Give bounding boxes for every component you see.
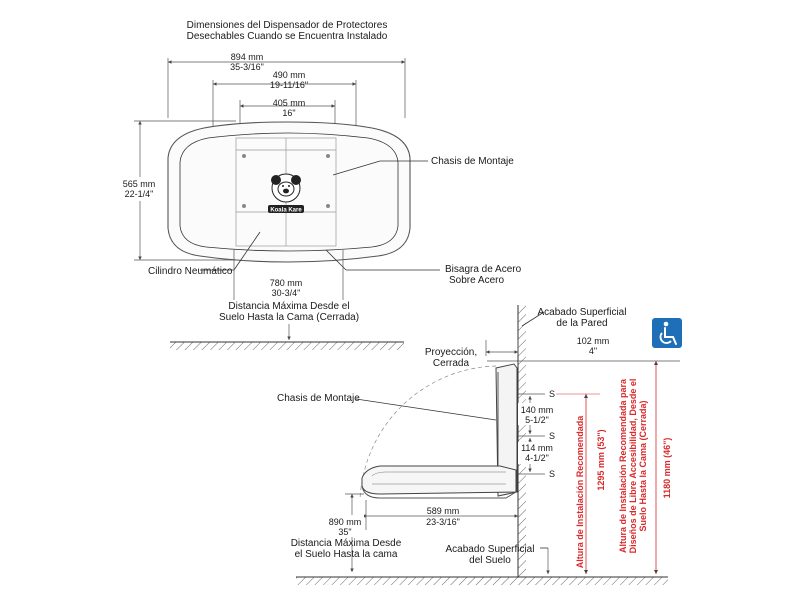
bed-height-in: 35": [338, 527, 351, 537]
label-wall-line1: Acabado Superficial: [538, 307, 627, 318]
ada-line1: Altura de Instalación Recomendada para: [618, 378, 628, 553]
koala-logo-icon: Koala Kare: [268, 173, 304, 214]
s-marker-3: S: [549, 469, 555, 479]
bed-height-mm: 890 mm: [329, 517, 362, 527]
open-depth-mm: 589 mm: [427, 506, 460, 516]
unit-open-bed: [361, 465, 517, 499]
label-projection-line2: Cerrada: [433, 358, 470, 369]
gap2-mm: 114 mm: [521, 443, 553, 453]
label-chassis-side: Chasis de Montaje: [277, 393, 360, 404]
bottom-width-mm: 780 mm: [270, 278, 303, 288]
side-view: Acabado Superficial de la Pared Proyecci…: [277, 305, 682, 585]
label-max-bed-line1: Distancia Máxima Desde: [291, 538, 402, 549]
label-hinge-line2: Sobre Acero: [449, 275, 504, 286]
open-depth-in: 23-3/16": [426, 517, 460, 527]
s-marker-2: S: [549, 431, 555, 441]
rec-height-label: Altura de Instalación Recomendada: [575, 415, 585, 569]
label-hinge-line1: Bisagra de Acero: [445, 264, 522, 275]
label-max-dist-line2: Suelo Hasta la Cama (Cerrada): [219, 312, 359, 323]
s-marker-1: S: [549, 389, 555, 399]
wheelchair-icon: [652, 318, 682, 348]
chassis-width-in: 16": [282, 108, 295, 118]
height-in: 22-1/4": [125, 189, 154, 199]
ada-line3: Suelo Hasta la Cama (Cerrada): [638, 400, 648, 531]
top-view: Dimensiones del Dispensador de Protector…: [113, 20, 522, 350]
gap1-in: 5-1/2": [525, 415, 549, 425]
ground-hatch-top: [170, 342, 404, 350]
bottom-width-in: 30-3/4": [272, 288, 301, 298]
projection-mm: 102 mm: [577, 336, 610, 346]
floor-hatch: [296, 577, 668, 585]
chassis-width-mm: 405 mm: [273, 98, 306, 108]
top-title-line2: Desechables Cuando se Encuentra Instalad…: [187, 31, 388, 42]
top-title-line1: Dimensiones del Dispensador de Protector…: [187, 20, 388, 31]
label-chassis-top: Chasis de Montaje: [431, 156, 514, 167]
gap1-mm: 140 mm: [521, 405, 554, 415]
logo-text: Koala Kare: [270, 208, 302, 214]
ada-line2: Diseños de Libre Accesibilidad, Desde el: [628, 379, 638, 554]
width-mm: 894 mm: [231, 52, 264, 62]
label-wall-line2: de la Pared: [556, 318, 607, 329]
height-mm: 565 mm: [123, 179, 156, 189]
label-projection-line1: Proyección,: [425, 347, 477, 358]
unit-top-body: Koala Kare: [167, 121, 411, 263]
label-cylinder: Cilindro Neumático: [148, 266, 233, 277]
label-floor-line1: Acabado Superficial: [446, 544, 535, 555]
inner-width-mm: 490 mm: [273, 70, 306, 80]
rec-height-value: 1295 mm (53"): [596, 429, 606, 490]
gap2-in: 4-1/2": [525, 453, 549, 463]
inner-width-in: 19-11/16": [270, 80, 308, 90]
wall-hatch: [518, 305, 526, 577]
projection-in: 4": [589, 346, 597, 356]
ada-value: 1180 mm (46"): [662, 438, 672, 499]
label-max-bed-line2: el Suelo Hasta la cama: [295, 549, 398, 560]
width-in: 35-3/16": [230, 62, 264, 72]
label-max-dist-line1: Distancia Máxima Desde el: [228, 301, 349, 312]
label-floor-line2: del Suelo: [469, 555, 511, 566]
